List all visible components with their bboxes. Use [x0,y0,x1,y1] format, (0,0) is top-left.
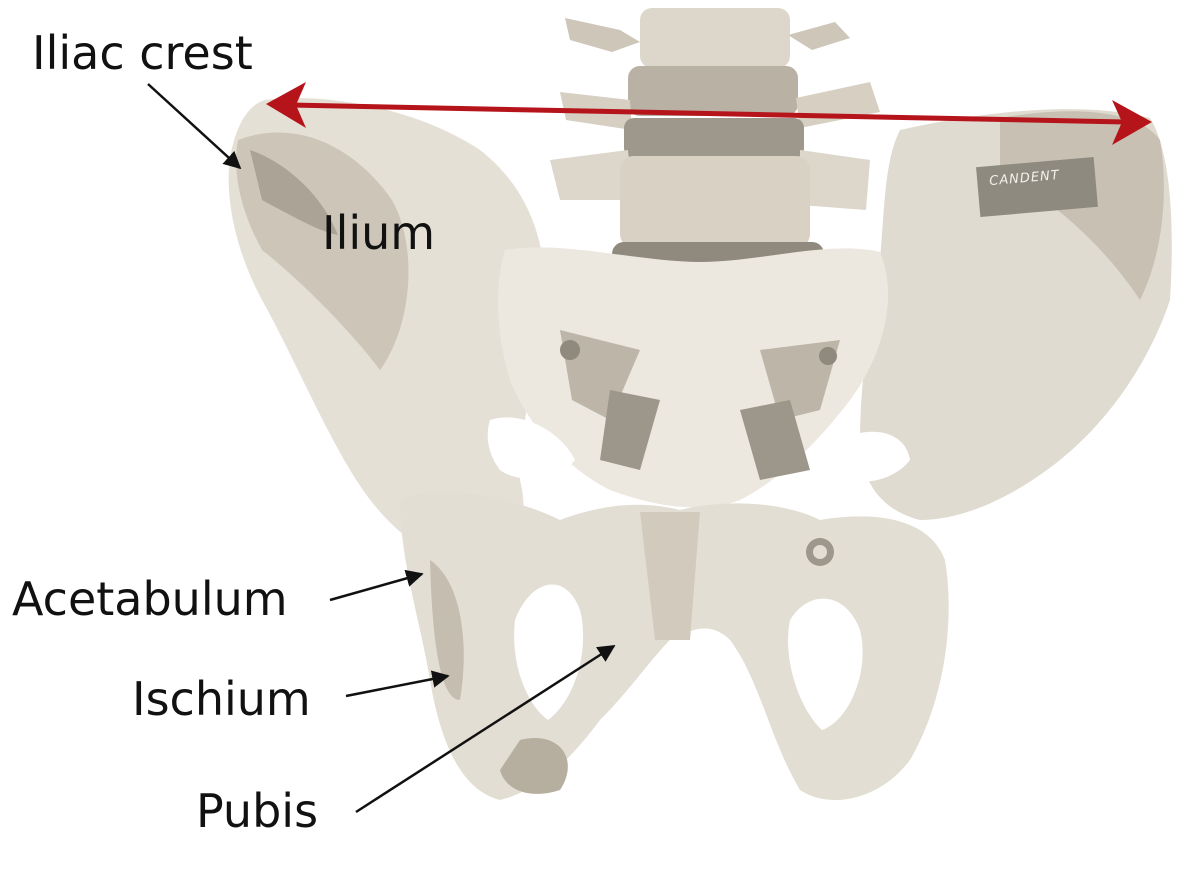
label-ischium: Ischium [132,676,311,722]
label-acetabulum: Acetabulum [12,576,288,622]
iliac-crest-pointer-arrow [148,84,240,168]
label-ilium: Ilium [322,210,435,256]
candent-stamp: CANDENT [976,157,1098,217]
lumbar-vertebrae [550,8,880,276]
label-pubis: Pubis [196,788,318,834]
label-iliac-crest: Iliac crest [32,30,253,76]
acetabulum-pointer-arrow [330,574,422,600]
